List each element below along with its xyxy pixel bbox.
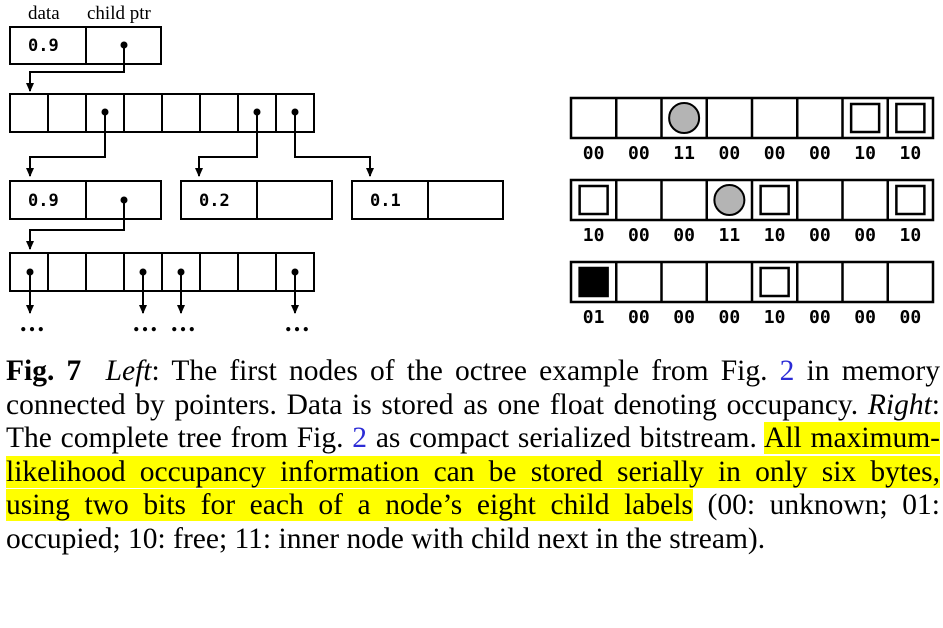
level2-children-array xyxy=(9,252,315,292)
bitstream-row-1: 00 00 11 00 00 00 10 10 xyxy=(569,96,935,164)
bit-label: 00 xyxy=(673,225,695,246)
figure-ref-link-2[interactable]: 2 xyxy=(352,422,368,454)
data-header-label: data xyxy=(28,3,60,24)
bit-label: 00 xyxy=(809,307,831,328)
child-3-data-value: 0.1 xyxy=(370,191,401,211)
bit-label: 00 xyxy=(719,143,741,164)
bit-label: 11 xyxy=(719,225,741,246)
child-ptr-header-label: child ptr xyxy=(87,3,152,24)
child-1-data-value: 0.9 xyxy=(28,191,59,211)
bit-label: 00 xyxy=(719,307,741,328)
bit-label: 11 xyxy=(673,143,695,164)
free-square-icon xyxy=(895,102,926,134)
bit-label: 01 xyxy=(583,307,605,328)
ellipsis-4: … xyxy=(284,308,310,337)
bit-label: 10 xyxy=(583,225,605,246)
pointer-arrow-child-1 xyxy=(26,112,106,177)
bit-label: 00 xyxy=(764,143,786,164)
bit-label: 00 xyxy=(900,307,922,328)
child-2-data-value: 0.2 xyxy=(199,191,230,211)
octree-memory-figure: data child ptr 0.9 xyxy=(9,3,935,337)
free-square-icon xyxy=(895,184,926,216)
left-label: Left xyxy=(105,355,152,387)
bit-label: 00 xyxy=(628,143,650,164)
child-node-2: 0.2 xyxy=(180,180,333,220)
caption-text-4: as compact serialized bitstream. xyxy=(367,422,765,454)
root-children-array xyxy=(9,93,315,133)
inner-node-circle-icon xyxy=(713,184,746,216)
bit-label: 00 xyxy=(809,143,831,164)
caption-text-5: (00: unknown; 01: occupied; 10: free; 11… xyxy=(6,489,941,555)
bit-label: 00 xyxy=(583,143,605,164)
right-label: Right xyxy=(867,388,932,421)
ellipsis-3: … xyxy=(170,308,196,337)
figure-ref-link-1[interactable]: 2 xyxy=(779,355,795,387)
bit-label: 00 xyxy=(673,307,695,328)
child-1-to-children-arrow xyxy=(26,200,125,250)
bit-label: 10 xyxy=(764,225,786,246)
bit-label: 10 xyxy=(764,307,786,328)
inner-node-circle-icon xyxy=(668,102,701,134)
pointer-diagram: data child ptr 0.9 xyxy=(9,3,504,337)
root-node: 0.9 xyxy=(9,26,162,65)
caption-text-1: : The first nodes of the octree example … xyxy=(151,355,780,387)
free-square-icon xyxy=(759,266,790,298)
child-node-1: 0.9 xyxy=(9,180,162,220)
free-square-icon xyxy=(849,102,881,134)
child-node-3: 0.1 xyxy=(351,180,504,220)
bit-label: 00 xyxy=(628,307,650,328)
bit-label: 00 xyxy=(854,225,876,246)
bit-label: 10 xyxy=(900,143,922,164)
caption-text-3: : The complete tree from Fig. xyxy=(6,388,940,455)
pointer-arrow-child-3 xyxy=(294,112,374,177)
bit-label: 00 xyxy=(628,225,650,246)
bit-label: 10 xyxy=(900,225,922,246)
bit-label: 10 xyxy=(854,143,876,164)
occupied-square-icon xyxy=(578,266,609,298)
ellipsis-2: … xyxy=(132,308,158,337)
pointer-arrow-child-2 xyxy=(195,112,258,177)
bit-label: 00 xyxy=(809,225,831,246)
caption-text-2: in memory connected by pointers. Data is… xyxy=(6,355,941,421)
figure-label: Fig. 7 xyxy=(6,355,82,387)
ellipsis-1: … xyxy=(19,308,45,337)
bitstream-row-3: 01 00 00 00 10 00 00 00 xyxy=(569,260,935,328)
free-square-icon xyxy=(578,184,609,216)
bit-label: 00 xyxy=(854,307,876,328)
bitstream-row-2: 10 00 00 11 10 00 00 10 xyxy=(569,178,935,246)
root-data-value: 0.9 xyxy=(28,36,59,56)
figure-caption: Fig. 7 Left: The first nodes of the octr… xyxy=(6,355,940,556)
root-to-children-arrow xyxy=(26,45,125,92)
free-square-icon xyxy=(759,184,790,216)
